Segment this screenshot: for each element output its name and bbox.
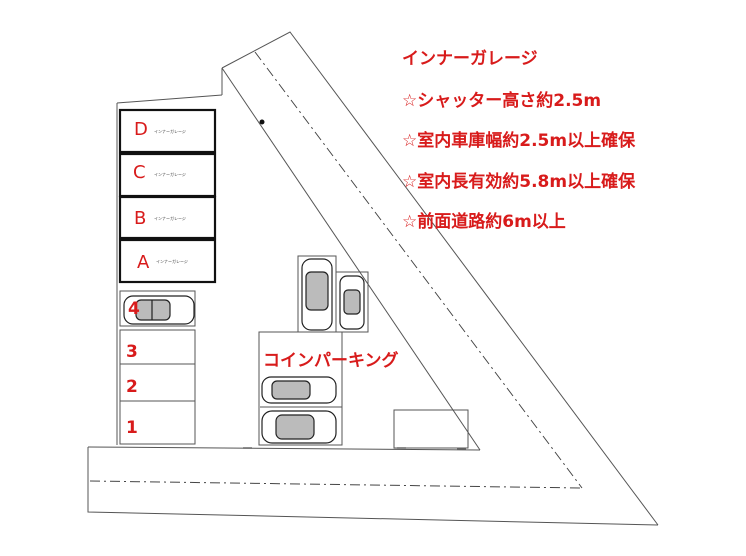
ground-marks xyxy=(243,447,466,450)
building-outline xyxy=(116,68,223,445)
notes-title: インナーガレージ xyxy=(402,49,538,69)
note-front-road: ☆前面道路約6m以上 xyxy=(402,212,566,232)
slot-tag-d: インナーガレージ xyxy=(154,129,186,134)
road-outline xyxy=(87,31,659,526)
slot-tag-c: インナーガレージ xyxy=(154,172,186,177)
parking-slot-4: 4 xyxy=(128,299,140,319)
storage-building xyxy=(393,409,469,449)
slot-letter-b: B xyxy=(134,208,147,229)
coin-parking-area xyxy=(258,255,369,446)
car-coin-horizontal-2 xyxy=(261,410,337,444)
note-shutter-height: ☆シャッター高さ約2.5m xyxy=(402,91,602,111)
parking-slot-3: 3 xyxy=(126,342,138,362)
slot-tag-b: インナーガレージ xyxy=(154,216,186,221)
parking-slot-1: 1 xyxy=(126,418,138,438)
parking-slots xyxy=(119,290,196,445)
survey-point xyxy=(259,119,265,125)
parking-slot-2: 2 xyxy=(126,377,138,397)
slot-tag-a: インナーガレージ xyxy=(156,259,188,264)
car-slot4 xyxy=(123,295,195,325)
road-centerline xyxy=(89,51,583,489)
note-garage-length: ☆室内長有効約5.8m以上確保 xyxy=(402,172,636,192)
note-garage-width: ☆室内車庫幅約2.5m以上確保 xyxy=(402,131,636,151)
inner-garage-slots xyxy=(118,108,217,284)
car-coin-vertical-2 xyxy=(339,275,365,330)
car-coin-horizontal-1 xyxy=(261,376,337,404)
coin-parking-label: コインパーキング xyxy=(263,351,399,371)
slot-letter-d: D xyxy=(134,119,148,140)
slot-letter-c: C xyxy=(133,162,146,183)
car-coin-vertical-1 xyxy=(301,258,333,331)
slot-letter-a: A xyxy=(137,252,150,273)
